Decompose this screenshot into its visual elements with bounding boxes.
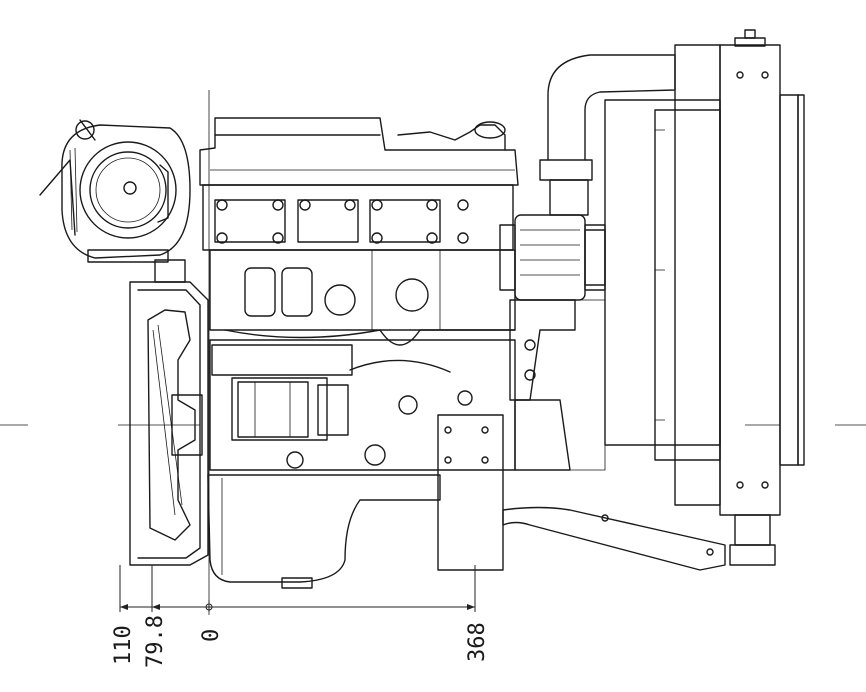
oil-sump	[207, 474, 441, 589]
cylinder-head	[199, 117, 519, 251]
air-filter	[39, 119, 191, 263]
fan-assembly	[129, 259, 209, 566]
dimension-lines	[119, 565, 476, 612]
radiator	[514, 29, 805, 566]
mounting-bracket	[437, 414, 726, 571]
dimension-label-0: 0	[199, 629, 224, 642]
starter-motor	[211, 344, 353, 438]
dimension-label-368: 368	[465, 622, 490, 662]
dimension-label-79-8: 79.8	[143, 615, 168, 668]
dimension-label-110: 110	[111, 625, 136, 665]
alternator	[499, 214, 606, 401]
